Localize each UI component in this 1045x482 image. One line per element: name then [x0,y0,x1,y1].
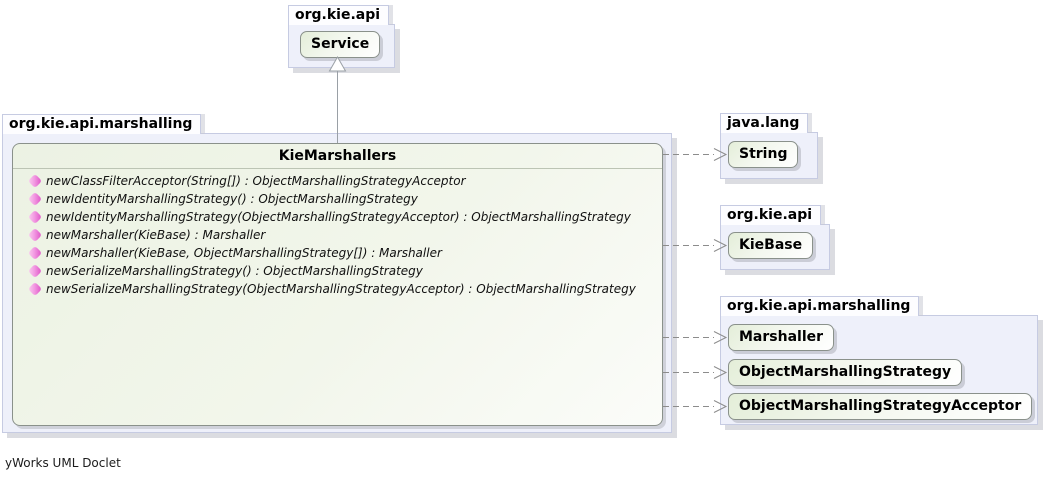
package-tab-org-kie-api-marshalling[interactable]: org.kie.api.marshalling [2,114,202,134]
method-label: newSerializeMarshallingStrategy(ObjectMa… [46,282,636,296]
method-icon [27,173,43,189]
dependency-arrow-objectmarshallingstrategyacceptor [663,400,728,413]
class-node-string[interactable]: String [728,141,799,168]
class-node-kiebase[interactable]: KieBase [728,232,814,259]
method-icon [27,227,43,243]
method-label: newSerializeMarshallingStrategy() : Obje… [46,264,423,278]
method-label: newIdentityMarshallingStrategy() : Objec… [46,192,418,206]
class-node-objectmarshallingstrategyacceptor[interactable]: ObjectMarshallingStrategyAcceptor [728,393,1033,420]
dependency-arrow-marshaller [663,331,728,344]
class-node-marshaller[interactable]: Marshaller [728,324,835,351]
inheritance-arrow-service [328,55,347,143]
method-row[interactable]: newMarshaller(KieBase) : Marshaller [13,226,662,244]
dependency-arrow-objectmarshallingstrategy [663,366,728,379]
method-label: newIdentityMarshallingStrategy(ObjectMar… [46,210,631,224]
package-tab-org-kie-api-marshalling-right[interactable]: org.kie.api.marshalling [720,296,920,316]
method-icon [27,209,43,225]
class-node-service[interactable]: Service [300,31,381,58]
method-icon [27,191,43,207]
class-box-kiemarshallers[interactable]: KieMarshallers newClassFilterAcceptor(St… [12,143,663,426]
doclet-credit: yWorks UML Doclet [5,456,121,470]
package-tab-java-lang[interactable]: java.lang [720,113,809,133]
method-label: newMarshaller(KieBase) : Marshaller [46,228,266,242]
method-row[interactable]: newSerializeMarshallingStrategy() : Obje… [13,262,662,280]
package-tab-org-kie-api-top[interactable]: org.kie.api [288,5,390,25]
method-row[interactable]: newIdentityMarshallingStrategy(ObjectMar… [13,208,662,226]
method-icon [27,281,43,297]
method-row[interactable]: newClassFilterAcceptor(String[]) : Objec… [13,172,662,190]
method-label: newClassFilterAcceptor(String[]) : Objec… [46,174,466,188]
method-icon [27,245,43,261]
dependency-arrow-string [663,148,728,161]
class-node-objectmarshallingstrategy[interactable]: ObjectMarshallingStrategy [728,359,963,386]
package-tab-org-kie-api-right[interactable]: org.kie.api [720,205,822,225]
class-title-kiemarshallers: KieMarshallers [13,144,662,169]
method-icon [27,263,43,279]
dependency-arrow-kiebase [663,239,728,252]
method-row[interactable]: newMarshaller(KieBase, ObjectMarshalling… [13,244,662,262]
method-row[interactable]: newSerializeMarshallingStrategy(ObjectMa… [13,280,662,298]
method-row[interactable]: newIdentityMarshallingStrategy() : Objec… [13,190,662,208]
method-label: newMarshaller(KieBase, ObjectMarshalling… [46,246,442,260]
